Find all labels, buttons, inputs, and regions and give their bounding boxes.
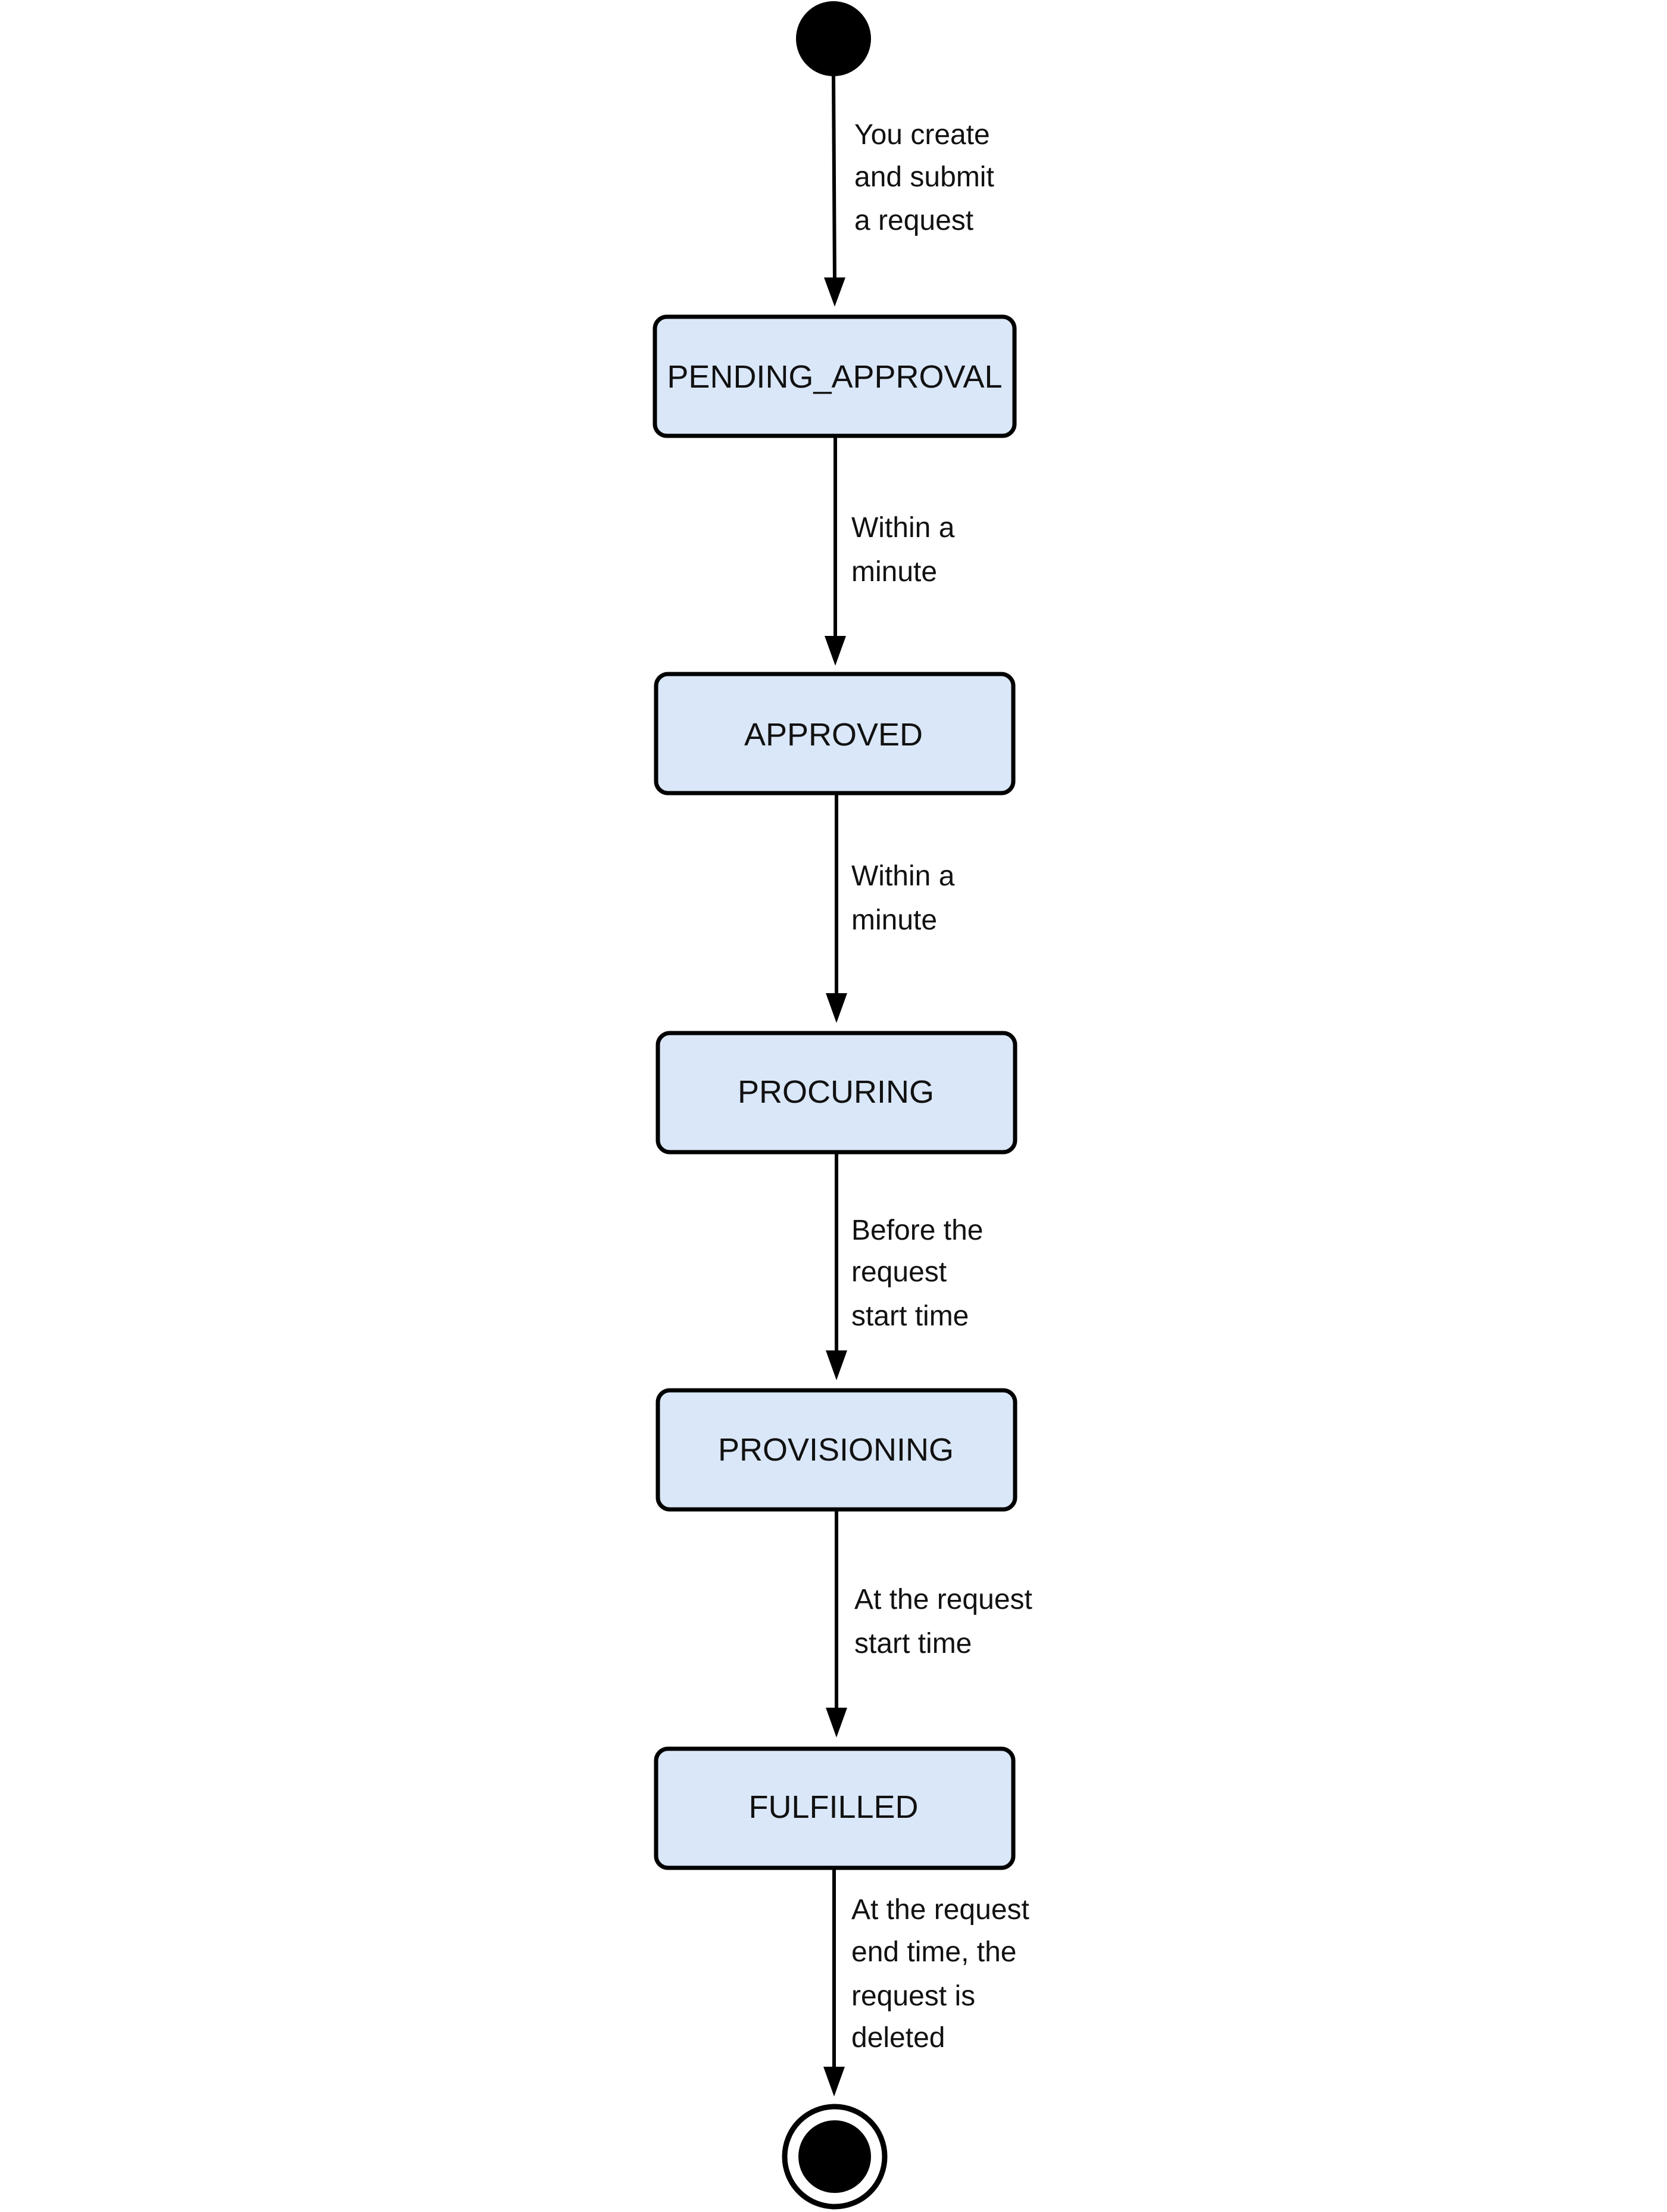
- state-label: PROCURING: [738, 1074, 934, 1110]
- transition-label-line: minute: [851, 556, 937, 588]
- transition-label: At the request start time: [854, 1584, 1040, 1659]
- transition-line: [832, 76, 836, 285]
- state-approved: APPROVED: [654, 672, 1016, 795]
- arrow-head-icon: [825, 636, 846, 666]
- transition-label-line: deleted: [851, 2022, 945, 2054]
- state-label: PROVISIONING: [718, 1432, 954, 1468]
- final-state-inner-dot: [798, 2120, 871, 2193]
- state-label: FULFILLED: [748, 1789, 918, 1825]
- transition-label: Before the request start time: [851, 1215, 991, 1332]
- transition-label-line: You create: [854, 119, 990, 151]
- transition-label: Within a minute: [851, 860, 963, 936]
- state-label: APPROVED: [744, 717, 923, 753]
- transition-label-line: request: [851, 1256, 947, 1288]
- state-pending-approval: PENDING_APPROVAL: [653, 314, 1017, 438]
- transition-label-line: At the request: [851, 1894, 1029, 1926]
- arrow-head-icon: [826, 1708, 847, 1737]
- transition-label-line: start time: [854, 1628, 972, 1659]
- arrow-head-icon: [823, 2067, 845, 2096]
- state-provisioning: PROVISIONING: [655, 1388, 1017, 1512]
- transition-label-line: end time, the: [851, 1936, 1017, 1968]
- transition-label: Within a minute: [851, 512, 963, 588]
- transition-label-line: a request: [854, 205, 973, 236]
- transition-procuring-to-provisioning: Before the request start time: [826, 1152, 991, 1380]
- transition-provisioning-to-fulfilled: At the request start time: [826, 1509, 1040, 1737]
- transition-label: You create and submit a request: [854, 119, 1002, 236]
- initial-state-node: [796, 1, 871, 76]
- transition-label: At the request end time, the request is …: [851, 1894, 1037, 2054]
- transition-pending-to-approved: Within a minute: [825, 436, 963, 666]
- state-label: PENDING_APPROVAL: [667, 359, 1002, 395]
- transition-label-line: and submit: [854, 161, 994, 193]
- final-state-node: [782, 2104, 888, 2210]
- transition-approved-to-procuring: Within a minute: [826, 793, 963, 1023]
- transition-create-to-pending: You create and submit a request: [824, 76, 1002, 307]
- arrow-head-icon: [824, 277, 845, 307]
- transition-label-line: Before the: [851, 1215, 983, 1246]
- transition-label-line: request is: [851, 1980, 975, 2012]
- state-fulfilled: FULFILLED: [654, 1746, 1016, 1870]
- transition-label-line: Within a: [851, 860, 955, 892]
- transition-fulfilled-to-final: At the request end time, the request is …: [823, 1868, 1037, 2096]
- transition-label-line: start time: [851, 1300, 969, 1332]
- transition-label-line: At the request: [854, 1584, 1032, 1615]
- state-procuring: PROCURING: [655, 1031, 1017, 1155]
- arrow-head-icon: [826, 993, 847, 1023]
- transition-label-line: minute: [851, 904, 937, 936]
- transition-label-line: Within a: [851, 512, 955, 544]
- arrow-head-icon: [826, 1350, 847, 1380]
